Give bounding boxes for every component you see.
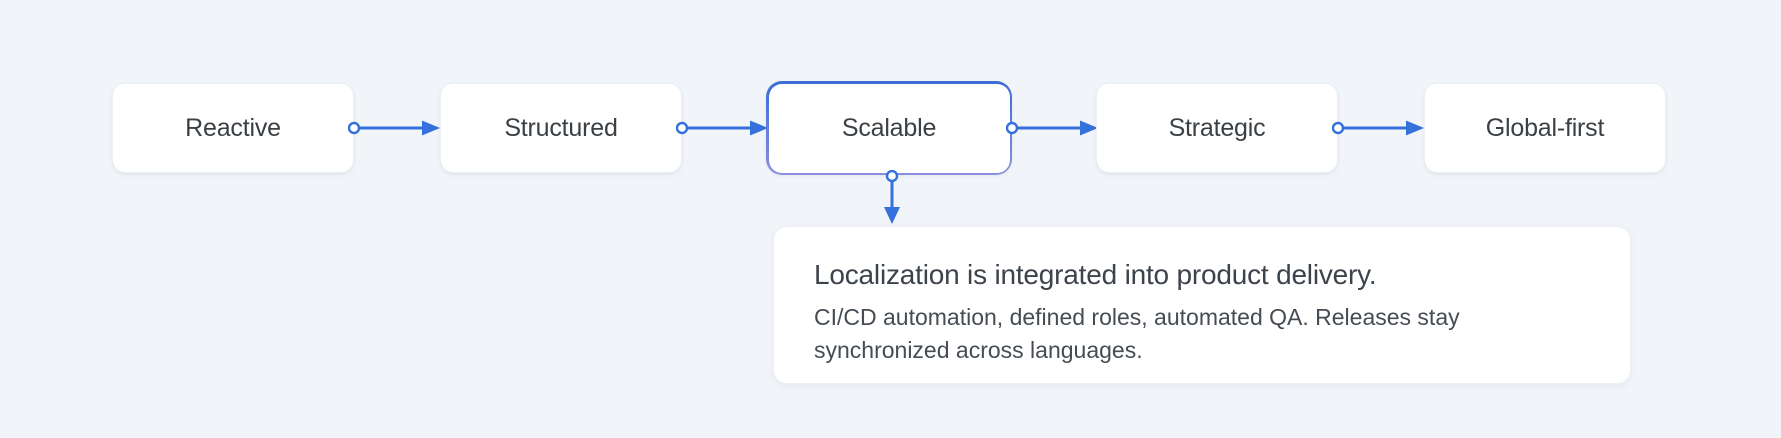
stage-label: Strategic	[1168, 113, 1266, 142]
detail-card-title: Localization is integrated into product …	[814, 259, 1377, 290]
flow-arrow-icon	[1006, 120, 1098, 136]
stage-label: Reactive	[185, 113, 281, 142]
detail-card-body: CI/CD automation, defined roles, automat…	[814, 304, 1460, 363]
stage-node-global-first[interactable]: Global-first	[1424, 83, 1666, 173]
stage-node-scalable[interactable]: Scalable	[766, 81, 1012, 175]
flow-arrow-icon	[676, 120, 768, 136]
stage-detail-card: Localization is integrated into product …	[773, 226, 1631, 384]
stage-label: Scalable	[841, 113, 937, 142]
stage-node-reactive[interactable]: Reactive	[112, 83, 354, 173]
stage-node-scalable-surface: Scalable	[768, 83, 1010, 173]
stage-node-strategic[interactable]: Strategic	[1096, 83, 1338, 173]
stage-node-structured[interactable]: Structured	[440, 83, 682, 173]
flow-arrow-icon	[348, 120, 440, 136]
stage-label: Structured	[504, 113, 618, 142]
down-arrow-icon	[884, 170, 900, 224]
stage-label: Global-first	[1485, 113, 1605, 142]
flow-arrow-icon	[1332, 120, 1424, 136]
